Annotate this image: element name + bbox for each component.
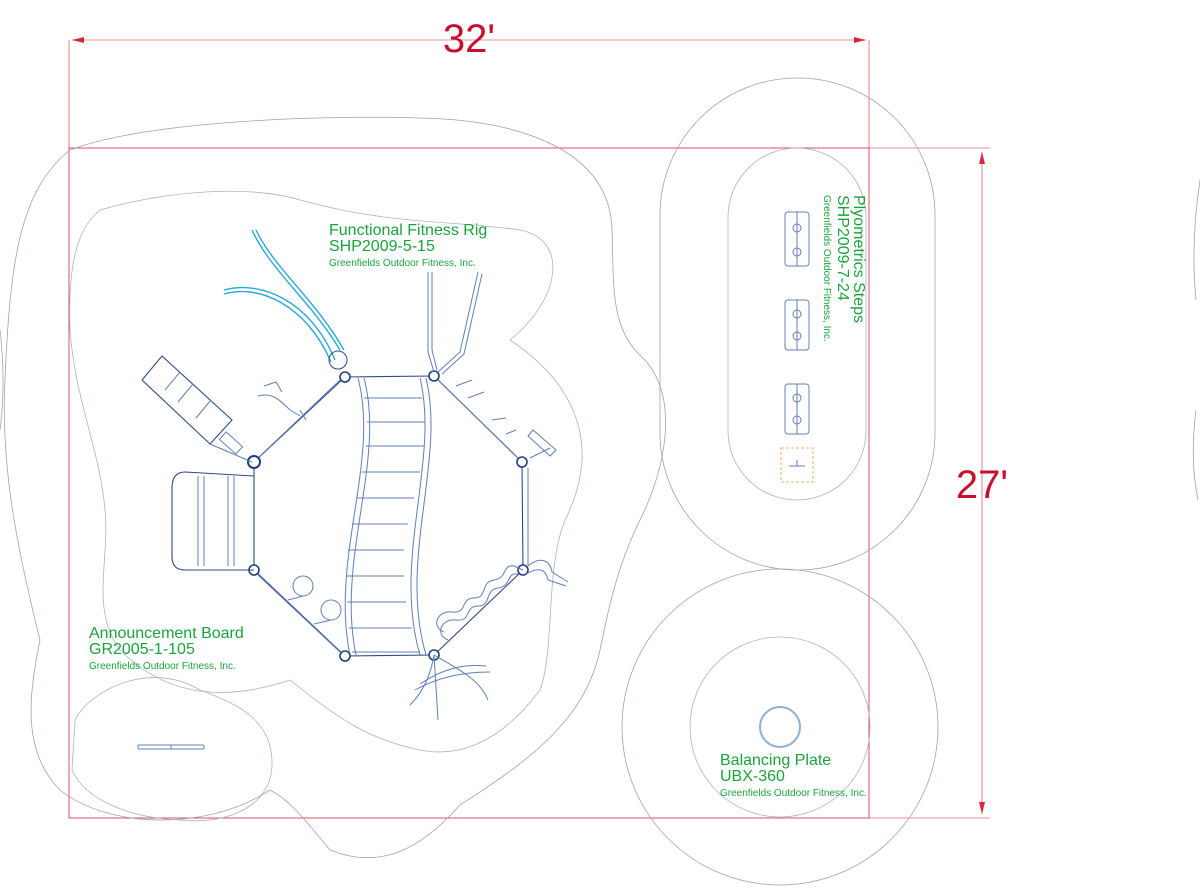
arrow-up-icon (979, 152, 985, 164)
arrow-down-icon (979, 802, 985, 814)
depth-dimension-label: 27' (956, 463, 1008, 507)
depth-dimension: 27' (956, 152, 1008, 814)
plate-maker: Greenfields Outdoor Fitness, Inc. (720, 788, 867, 799)
board-model: GR2005-1-105 (89, 641, 195, 658)
rig-title: Functional Fitness Rig (329, 222, 487, 239)
plate-title: Balancing Plate (720, 752, 831, 769)
plyo-maker: Greenfields Outdoor Fitness, Inc. (821, 195, 832, 342)
rig-maker: Greenfields Outdoor Fitness, Inc. (329, 258, 476, 269)
extent-lines (68, 40, 990, 819)
functional-fitness-rig (141, 229, 569, 721)
balancing-plate (759, 706, 801, 748)
width-dimension: 32' (72, 17, 866, 61)
plate-model: UBX-360 (720, 768, 785, 785)
plyo-model: SHP2009-7-24 (834, 195, 851, 301)
use-zones (0, 77, 1200, 886)
label-functional-fitness-rig: Functional Fitness Rig SHP2009-5-15 Gree… (329, 222, 487, 269)
arrow-right-icon (854, 37, 866, 43)
label-announcement-board: Announcement Board GR2005-1-105 Greenfie… (89, 625, 244, 672)
rig-bench (141, 355, 253, 463)
board-title: Announcement Board (89, 625, 244, 642)
plyometrics-steps (780, 211, 814, 483)
plyo-title: Plyometrics Steps (850, 195, 867, 323)
announcement-board (137, 744, 205, 750)
label-plyometrics-steps: Plyometrics Steps SHP2009-7-24 Greenfiel… (821, 195, 867, 342)
arrow-left-icon (72, 37, 84, 43)
label-balancing-plate: Balancing Plate UBX-360 Greenfields Outd… (720, 752, 867, 799)
ladder-rungs (347, 397, 425, 653)
rig-posts (247, 370, 529, 662)
board-maker: Greenfields Outdoor Fitness, Inc. (89, 661, 236, 672)
width-dimension-label: 32' (443, 17, 495, 61)
rig-model: SHP2009-5-15 (329, 238, 435, 255)
